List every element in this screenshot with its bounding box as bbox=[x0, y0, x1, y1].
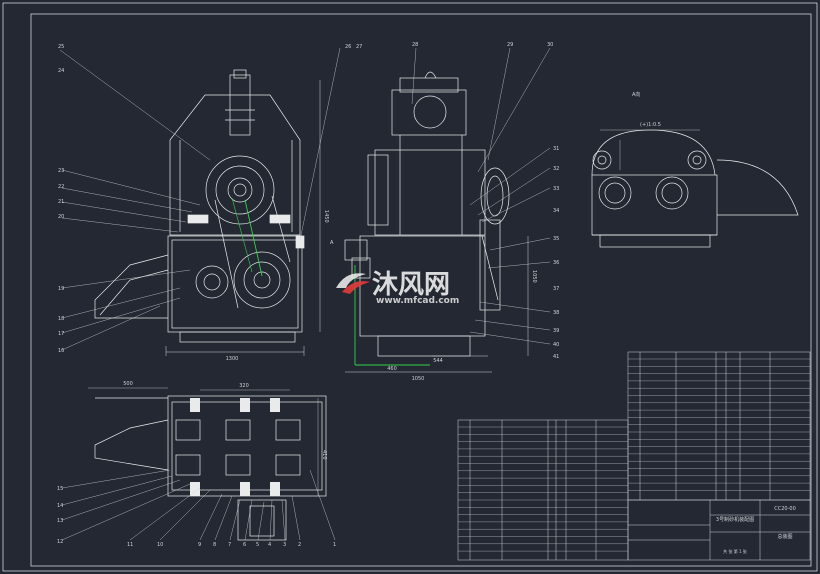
balloon-28: 28 bbox=[412, 42, 418, 48]
balloon-31: 31 bbox=[553, 146, 559, 152]
parts-list-upper-rows bbox=[628, 358, 810, 491]
balloon-27: 27 bbox=[356, 44, 362, 50]
title-drawing-code: CC20-00 bbox=[774, 506, 796, 512]
balloon-17: 17 bbox=[58, 331, 64, 337]
dim-side-height: 1050 bbox=[531, 270, 537, 283]
balloon-24: 24 bbox=[58, 68, 64, 74]
side-view bbox=[344, 71, 510, 357]
balloon-12: 12 bbox=[57, 539, 63, 545]
watermark-cn: 沐风网 bbox=[372, 270, 450, 300]
balloon-40: 40 bbox=[553, 342, 559, 348]
balloon-9: 9 bbox=[198, 542, 201, 548]
balloon-5: 5 bbox=[256, 542, 259, 548]
balloon-6: 6 bbox=[243, 542, 246, 548]
balloon-15: 15 bbox=[57, 486, 63, 492]
balloon-13: 13 bbox=[57, 518, 63, 524]
balloon-16: 16 bbox=[58, 348, 64, 354]
balloon-10: 10 bbox=[157, 542, 163, 548]
section-dims bbox=[88, 387, 319, 496]
section-leaders bbox=[61, 469, 336, 541]
balloon-38: 38 bbox=[553, 310, 559, 316]
front-balloons: 25 24 26 27 23 22 21 20 19 18 17 16 bbox=[58, 44, 362, 354]
balloon-14: 14 bbox=[57, 503, 63, 509]
watermark: 沐风网 www.mfcad.com bbox=[336, 270, 459, 306]
section-balloons: 15 14 13 12 11 10 9 8 7 6 5 4 3 2 1 bbox=[57, 486, 336, 548]
tolerance-label: (+)1:0.5 bbox=[640, 122, 661, 128]
watermark-url: www.mfcad.com bbox=[376, 296, 459, 306]
balloon-1: 1 bbox=[333, 542, 336, 548]
balloon-4: 4 bbox=[268, 542, 271, 548]
balloon-19: 19 bbox=[58, 286, 64, 292]
balloon-23: 23 bbox=[58, 168, 64, 174]
dim-side-small2: 544 bbox=[433, 358, 443, 364]
title-sheet: 共 张 第 1 张 bbox=[723, 548, 747, 554]
watermark-logo-icon bbox=[336, 273, 370, 294]
balloon-30: 30 bbox=[547, 42, 553, 48]
title-zongzhuang: 总装图 bbox=[777, 533, 792, 540]
parts-list-lower bbox=[457, 419, 629, 561]
balloon-37: 37 bbox=[553, 286, 559, 292]
balloon-33: 33 bbox=[553, 186, 559, 192]
balloon-34: 34 bbox=[553, 208, 559, 214]
dim-bottom-height: 410 bbox=[321, 450, 327, 460]
dim-bottom-width: 500 bbox=[123, 381, 133, 387]
balloon-41: 41 bbox=[553, 354, 559, 360]
dim-bottom-inner: 320 bbox=[239, 383, 249, 389]
balloon-7: 7 bbox=[228, 542, 231, 548]
belt-highlight bbox=[244, 199, 263, 277]
balloon-3: 3 bbox=[283, 542, 286, 548]
balloon-32: 32 bbox=[553, 166, 559, 172]
balloon-11: 11 bbox=[127, 542, 133, 548]
front-dimensions bbox=[165, 80, 321, 356]
title-drawing-name: 3号制砂机装配图 bbox=[716, 516, 754, 523]
balloon-25: 25 bbox=[58, 44, 64, 50]
balloon-2: 2 bbox=[298, 542, 301, 548]
dim-side-width: 1050 bbox=[412, 376, 425, 382]
dim-front-height: 1450 bbox=[323, 210, 329, 223]
side-balloons: 28 29 30 31 32 33 34 35 36 37 38 39 40 4… bbox=[412, 42, 559, 360]
section-hatch bbox=[190, 398, 280, 496]
balloon-20: 20 bbox=[58, 214, 64, 220]
view-a bbox=[591, 129, 799, 248]
balloon-22: 22 bbox=[58, 184, 64, 190]
balloon-8: 8 bbox=[213, 542, 216, 548]
front-view bbox=[94, 69, 305, 343]
dim-side-small: 460 bbox=[387, 366, 397, 372]
balloon-36: 36 bbox=[553, 260, 559, 266]
front-leaders bbox=[59, 47, 341, 351]
balloon-21: 21 bbox=[58, 199, 64, 205]
inner-frame bbox=[30, 13, 812, 567]
belt-highlight-2 bbox=[231, 197, 253, 273]
parts-list-upper bbox=[627, 351, 811, 501]
balloon-18: 18 bbox=[58, 316, 64, 322]
view-a-dims bbox=[600, 129, 700, 170]
balloon-35: 35 bbox=[553, 236, 559, 242]
balloon-29: 29 bbox=[507, 42, 513, 48]
side-dimensions bbox=[345, 236, 529, 373]
dim-front-width: 1300 bbox=[226, 356, 239, 362]
side-leaders bbox=[411, 47, 551, 345]
parts-list-lower-rows bbox=[458, 426, 628, 552]
view-a-label: A向 bbox=[632, 91, 640, 98]
balloon-26: 26 bbox=[345, 44, 351, 50]
title-block bbox=[627, 499, 811, 561]
view-marker-a: A bbox=[330, 240, 334, 246]
balloon-39: 39 bbox=[553, 328, 559, 334]
